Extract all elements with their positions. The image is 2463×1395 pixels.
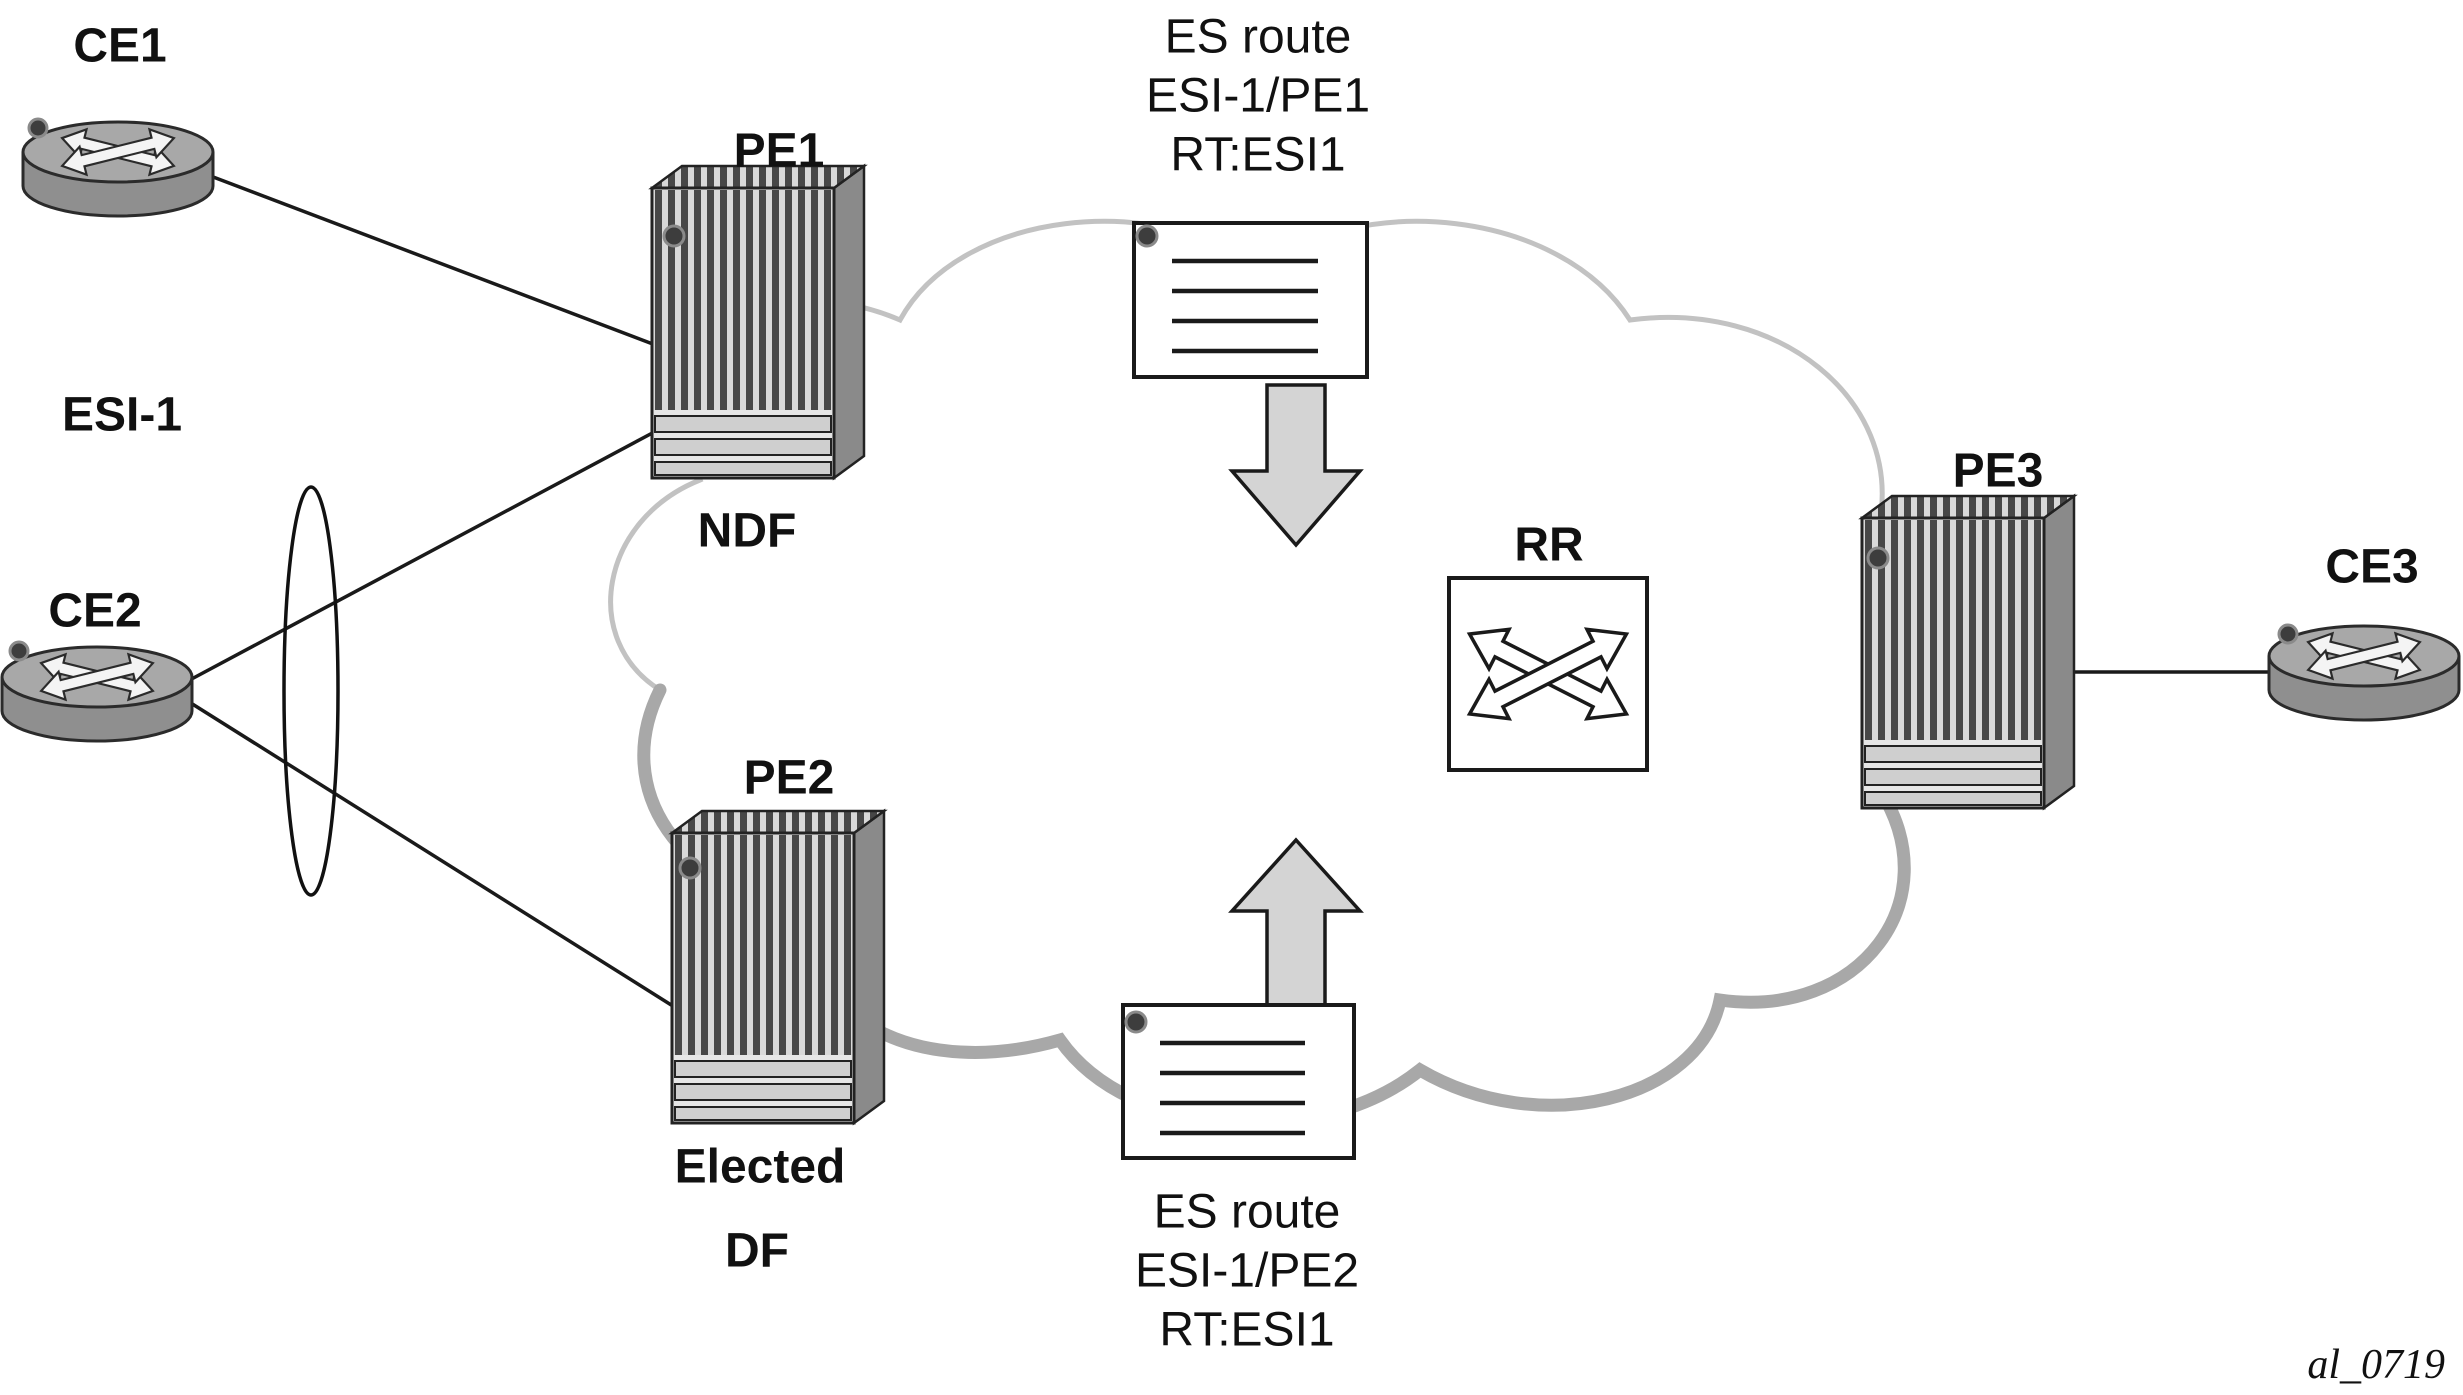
pe1-role-label: NDF (697, 504, 797, 558)
route-reflector-icon (1447, 576, 1649, 772)
ce3-label: CE3 (2325, 540, 2419, 594)
pe1-chassis-icon (650, 164, 866, 480)
pe3-label: PE3 (1952, 444, 2044, 498)
esi-segment-ellipse (282, 485, 340, 897)
es-route-top-line2: ESI-1/PE1 (1145, 69, 1371, 123)
pe2-label: PE2 (743, 751, 835, 805)
figure-caption: al_0719 (2307, 1342, 2445, 1388)
ce1-dot (27, 117, 49, 139)
es-route-bottom-line3: RT:ESI1 (1159, 1303, 1335, 1357)
link-ce1-pe1 (199, 170, 659, 348)
es-route-top-line3: RT:ESI1 (1170, 128, 1346, 182)
es-route-top-note-icon (1132, 221, 1369, 379)
rr-label: RR (1514, 518, 1584, 572)
es-route-bottom-note-icon (1121, 1003, 1356, 1160)
ce2-router-icon (2, 647, 192, 741)
pe1-dot (662, 224, 686, 248)
es-route-bottom-line2: ESI-1/PE2 (1134, 1244, 1360, 1298)
pe2-dot (678, 856, 702, 880)
pe1-label: PE1 (733, 124, 825, 178)
bottom-note-dot (1124, 1010, 1148, 1034)
ce3-router-icon (2269, 626, 2459, 720)
es-route-top-label: ES route ESI-1/PE1 RT:ESI1 (1146, 8, 1370, 185)
es-route-down-arrow-icon (1228, 383, 1364, 548)
pe3-chassis-icon (1860, 494, 2076, 810)
es-route-bottom-label: ES route ESI-1/PE2 RT:ESI1 (1135, 1183, 1359, 1360)
pe2-role-label-line2: DF (725, 1224, 789, 1278)
ce1-label: CE1 (73, 19, 167, 73)
ce1-router-icon (23, 122, 213, 216)
pe2-chassis-icon (670, 809, 886, 1125)
esi-segment-label: ESI-1 (61, 388, 183, 442)
ce3-dot (2277, 623, 2299, 645)
top-note-dot (1135, 224, 1159, 248)
es-route-top-line1: ES route (1164, 10, 1352, 64)
ce2-label: CE2 (48, 584, 142, 638)
link-ce2-pe2 (185, 698, 677, 1010)
ce2-dot (8, 640, 30, 662)
link-ce2-pe1 (185, 428, 659, 684)
pe3-dot (1866, 546, 1890, 570)
pe2-role-label-line1: Elected (674, 1140, 846, 1194)
es-route-bottom-line1: ES route (1153, 1185, 1341, 1239)
